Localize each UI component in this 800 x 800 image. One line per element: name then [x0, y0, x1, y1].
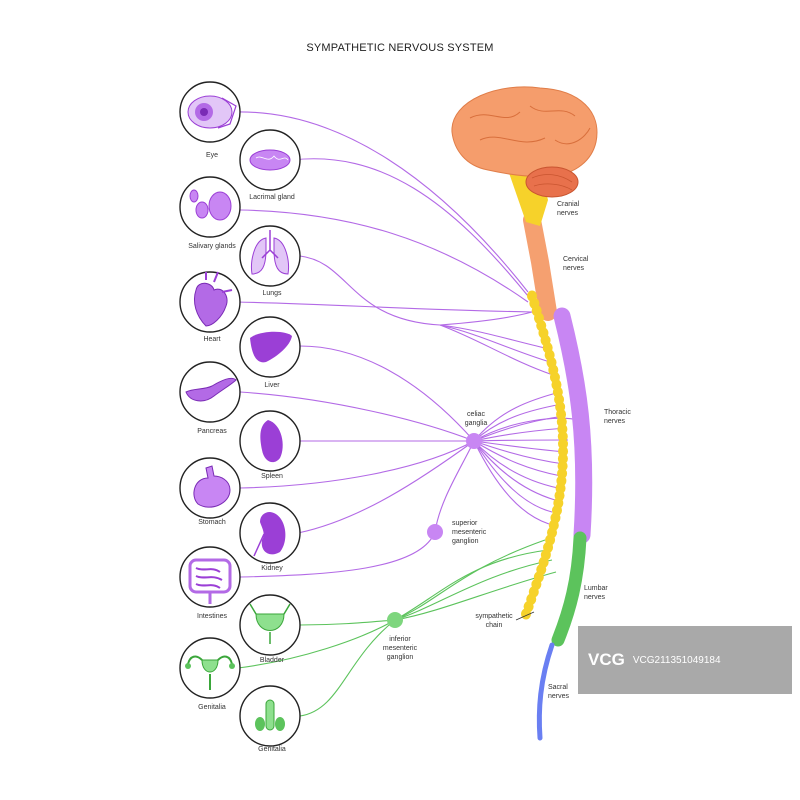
bladder-icon [255, 613, 285, 631]
label-inferior-mesenteric-ganglion: inferior mesenteric ganglion [382, 636, 418, 661]
organ-circle-eye [179, 81, 241, 143]
superior-mesenteric-ganglion-node [427, 524, 443, 540]
watermark: VCG VCG21135104918​4 [578, 626, 792, 694]
spinal-cord [523, 211, 593, 741]
brain [451, 86, 598, 198]
label-genitalia-female: Genitalia [198, 704, 226, 711]
nerve-intestines [239, 440, 475, 578]
nerve-salivary [239, 209, 529, 303]
label-heart: Heart [203, 336, 221, 343]
label-stomach: Stomach [198, 519, 226, 526]
spleen-icon [260, 420, 283, 463]
pancreas-icon [185, 377, 237, 402]
nerve-eye [235, 111, 529, 293]
nerve-liver [299, 345, 475, 442]
watermark-logo: VCG [588, 650, 625, 669]
organ-circle-lungs [239, 225, 301, 287]
label-cervical-nerves: Cervical nerves [563, 256, 589, 272]
nerve-lacrimal [291, 158, 529, 297]
nerve-genitalia-female [237, 619, 396, 669]
organ-circle-heart [179, 271, 241, 333]
nerve-bladder [299, 619, 396, 626]
label-lumbar-nerves: Lumbar nerves [584, 585, 608, 601]
label-sympathetic-chain: sympathetic chain [475, 613, 513, 629]
spine-lumbar [551, 531, 587, 647]
watermark-code: VCG21135104918​4 [632, 654, 721, 666]
label-genitalia-male: Genitalia [258, 746, 286, 753]
organ-circle-genitalia-female [179, 637, 241, 699]
purple-nerve-lines [235, 111, 579, 578]
label-spleen: Spleen [261, 473, 283, 480]
spine-cervical [523, 211, 557, 321]
organ-circle-bladder [239, 594, 301, 656]
stomach-icon [193, 465, 231, 508]
diagram-title: SYMPATHETIC NERVOUS SYSTEM [306, 42, 494, 54]
label-cranial-nerves: Cranial nerves [557, 201, 580, 217]
label-lungs: Lungs [262, 290, 282, 297]
label-sacral-nerves: Sacral nerves [548, 684, 570, 700]
organ-circle-intestines [179, 546, 241, 608]
salivary-glands-icon [208, 191, 232, 221]
kidney-icon [260, 512, 286, 555]
label-celiac-ganglia: celiac ganglia [464, 411, 488, 427]
organ-circle-liver [239, 316, 301, 378]
liver-icon [250, 331, 292, 363]
label-pancreas: Pancreas [197, 428, 227, 435]
label-eye: Eye [205, 152, 219, 159]
heart-icon [193, 282, 228, 327]
lacrimal-gland-icon [249, 149, 291, 171]
organ-circle-stomach [179, 457, 241, 519]
female-genitalia-icon [201, 659, 219, 673]
chain-pointer [515, 611, 535, 621]
organ-circle-spleen [239, 410, 301, 472]
sympathetic-chain [521, 290, 569, 620]
nerve-kidney [297, 440, 475, 534]
label-intestines: Intestines [197, 613, 227, 620]
cerebellum [525, 166, 579, 198]
celiac-ganglia-node [466, 433, 482, 449]
label-lacrimal-gland: Lacrimal gland [249, 194, 295, 201]
label-salivary-glands: Salivary glands [188, 243, 236, 250]
lungs-icon [251, 237, 267, 275]
male-genitalia-icon [265, 699, 275, 731]
organ-circle-lacrimal [239, 129, 301, 191]
organ-circle-kidney [239, 502, 301, 564]
label-superior-mesenteric-ganglion: superior mesenteric ganglion [452, 520, 487, 545]
nerve-heart [235, 301, 533, 313]
label-liver: Liver [264, 382, 280, 389]
spine-sacral [536, 642, 555, 741]
nerve-pancreas [239, 391, 475, 442]
label-thoracic-nerves: Thoracic nerves [604, 409, 631, 425]
organ-circle-salivary [179, 176, 241, 238]
spine-thoracic [553, 307, 593, 544]
label-kidney: Kidney [261, 565, 283, 572]
organ-circle-genitalia-male [239, 685, 301, 747]
label-bladder: Bladder [259, 657, 285, 664]
inferior-mesenteric-ganglion-node [387, 612, 403, 628]
nerve-stomach [239, 440, 475, 489]
nerve-lungs [299, 255, 533, 326]
nerve-genitalia-male [299, 619, 396, 717]
organ-circle-pancreas [179, 361, 241, 423]
